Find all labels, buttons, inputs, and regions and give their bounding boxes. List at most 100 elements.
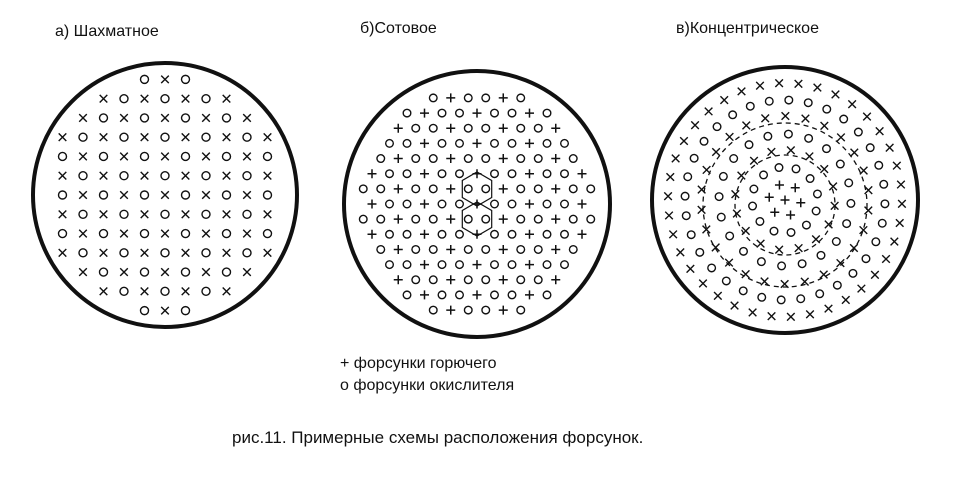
oxidizer-injector-mark <box>358 184 368 194</box>
middle-ring-guide <box>702 122 868 288</box>
oxidizer-injector-mark <box>811 206 821 216</box>
fuel-injector-mark <box>498 244 508 254</box>
fuel-injector-mark <box>737 87 746 96</box>
fuel-injector-mark <box>201 113 211 123</box>
oxidizer-injector-mark <box>568 244 578 254</box>
fuel-injector-mark <box>577 229 587 239</box>
fuel-injector-mark <box>849 243 859 253</box>
oxidizer-injector-mark <box>490 108 500 118</box>
fuel-injector-mark <box>551 214 561 224</box>
oxidizer-injector-mark <box>428 184 438 194</box>
oxidizer-injector-mark <box>160 132 170 142</box>
fuel-injector-mark <box>704 107 713 116</box>
fuel-injector-mark <box>119 152 129 161</box>
fuel-injector-mark <box>859 225 868 235</box>
fuel-injector-mark <box>140 94 149 103</box>
oxidizer-injector-mark <box>490 138 500 148</box>
oxidizer-injector-mark <box>507 169 517 179</box>
oxidizer-injector-mark <box>686 230 696 240</box>
fuel-injector-mark <box>78 229 88 238</box>
oxidizer-injector-mark <box>749 184 759 194</box>
oxidizer-injector-mark <box>428 275 438 285</box>
fuel-injector-mark <box>850 148 859 157</box>
fuel-injector-mark <box>741 269 750 279</box>
oxidizer-injector-mark <box>791 164 801 174</box>
checkerboard-injector-plate <box>31 61 299 329</box>
fuel-injector-mark <box>864 206 873 215</box>
fuel-injector-mark <box>686 264 695 274</box>
oxidizer-injector-mark <box>755 216 765 226</box>
oxidizer-injector-mark <box>180 74 191 85</box>
oxidizer-injector-mark <box>776 295 786 305</box>
fuel-injector-mark <box>551 123 561 133</box>
fuel-injector-mark <box>242 267 252 277</box>
oxidizer-injector-mark <box>262 228 273 239</box>
fuel-injector-mark <box>676 248 685 257</box>
fuel-injector-mark <box>420 108 429 118</box>
oxidizer-injector-mark <box>805 174 815 184</box>
fuel-injector-mark <box>420 138 429 148</box>
oxidizer-injector-mark <box>221 228 232 239</box>
fuel-injector-mark <box>472 138 482 148</box>
fuel-injector-mark <box>551 154 561 164</box>
oxidizer-injector-mark <box>221 267 232 277</box>
oxidizer-injector-mark <box>586 184 596 194</box>
oxidizer-injector-mark <box>242 209 252 219</box>
oxidizer-injector-mark <box>763 131 773 141</box>
oxidizer-injector-mark <box>490 199 500 209</box>
oxidizer-injector-mark <box>242 248 252 258</box>
fuel-injector-mark <box>577 169 587 179</box>
fuel-injector-mark <box>774 245 784 254</box>
fuel-injector-mark <box>525 260 534 270</box>
oxidizer-injector-mark <box>744 140 754 150</box>
oxidizer-injector-mark <box>568 184 578 194</box>
fuel-injector-mark <box>525 169 534 179</box>
oxidizer-injector-mark <box>180 267 191 277</box>
oxidizer-injector-mark <box>568 214 578 224</box>
fuel-injector-mark <box>263 209 272 219</box>
fuel-injector-mark <box>862 112 872 121</box>
oxidizer-injector-mark <box>695 247 705 257</box>
fuel-injector-mark <box>263 171 272 181</box>
fuel-injector-mark <box>859 166 868 175</box>
fuel-injector-mark <box>420 229 429 239</box>
fuel-injector-mark <box>731 189 740 199</box>
oxidizer-injector-mark <box>221 190 232 200</box>
fuel-injector-mark <box>420 199 429 209</box>
fuel-injector-mark <box>99 209 108 219</box>
oxidizer-injector-mark <box>242 171 252 181</box>
oxidizer-injector-mark <box>428 123 438 133</box>
oxidizer-injector-mark <box>853 127 863 137</box>
oxidizer-injector-mark <box>428 93 438 103</box>
oxidizer-injector-mark <box>119 209 129 219</box>
fuel-injector-mark <box>671 154 680 163</box>
fuel-injector-mark <box>813 83 822 92</box>
oxidizer-injector-mark <box>757 292 767 302</box>
fuel-injector-mark <box>263 248 272 258</box>
oxidizer-injector-mark <box>716 212 726 222</box>
fuel-injector-mark <box>764 192 774 202</box>
fuel-injector-mark <box>819 270 829 279</box>
oxidizer-injector-mark <box>262 151 273 162</box>
oxidizer-injector-mark <box>738 246 748 256</box>
oxidizer-injector-mark <box>769 226 779 236</box>
oxidizer-injector-mark <box>490 169 500 179</box>
oxidizer-injector-mark <box>385 199 395 209</box>
oxidizer-injector-mark <box>815 289 825 299</box>
fuel-injector-mark <box>367 169 377 179</box>
fuel-injector-mark <box>824 304 833 313</box>
oxidizer-injector-mark <box>822 144 832 154</box>
oxidizer-injector-mark <box>402 260 412 270</box>
fuel-injector-mark <box>870 270 880 280</box>
fuel-injector-mark <box>770 207 780 217</box>
oxidizer-injector-mark <box>463 123 473 133</box>
oxidizer-injector-mark <box>831 237 841 247</box>
fuel-injector-mark <box>201 267 211 277</box>
fuel-injector-mark <box>741 226 751 236</box>
fuel-injector-mark <box>668 230 678 239</box>
fuel-injector-mark <box>711 243 720 252</box>
oxidizer-injector-mark <box>463 244 473 254</box>
oxidizer-injector-mark <box>180 113 191 123</box>
fuel-injector-mark <box>498 275 508 285</box>
fuel-injector-mark <box>99 132 108 142</box>
